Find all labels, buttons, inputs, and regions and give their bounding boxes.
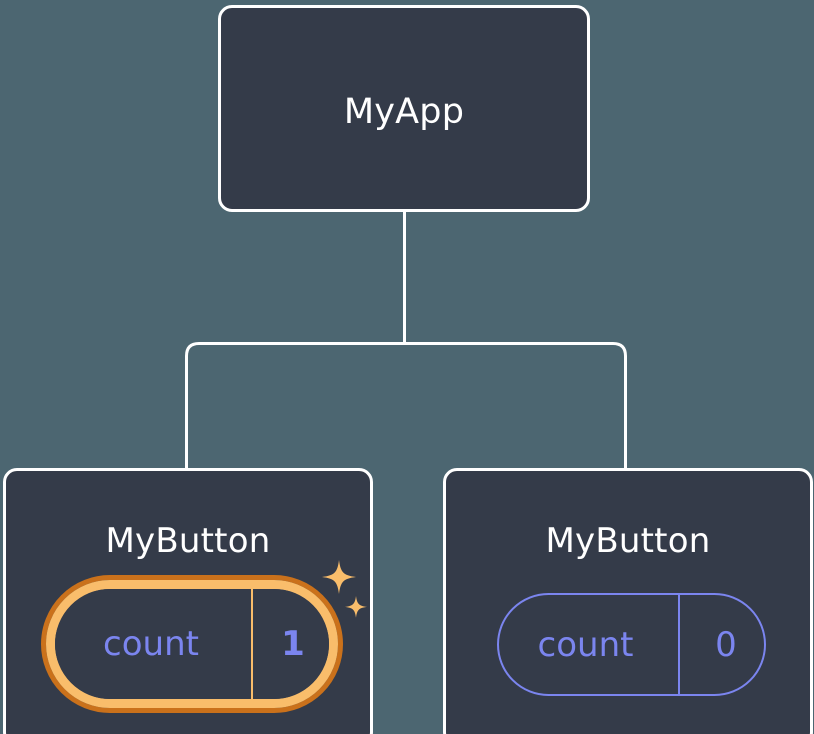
node-mybutton-right[interactable]: MyButton count 0 bbox=[443, 468, 813, 734]
edge-bus-left bbox=[185, 342, 405, 470]
state-pill-divider bbox=[251, 589, 253, 699]
state-pill-divider bbox=[678, 595, 680, 694]
node-mybutton-left-label: MyButton bbox=[105, 521, 271, 561]
state-pill-plain[interactable]: count 0 bbox=[497, 593, 766, 696]
state-pill-glow-outer-ring bbox=[41, 575, 343, 713]
node-mybutton-left[interactable]: MyButton count 1 bbox=[3, 468, 373, 734]
state-pill-highlighted[interactable]: count 1 bbox=[41, 575, 343, 713]
node-myapp[interactable]: MyApp bbox=[218, 5, 590, 212]
state-pill-key: count bbox=[537, 624, 634, 665]
node-myapp-label: MyApp bbox=[343, 92, 465, 132]
state-pill-value: 0 bbox=[715, 624, 737, 665]
edge-bus-right bbox=[404, 342, 627, 470]
state-pill-body: count 1 bbox=[55, 589, 329, 699]
node-mybutton-right-label: MyButton bbox=[545, 521, 711, 561]
state-pill-key: count bbox=[103, 624, 199, 664]
state-pill-glow-inner-ring bbox=[46, 580, 338, 708]
state-pill-value: 1 bbox=[281, 624, 305, 664]
